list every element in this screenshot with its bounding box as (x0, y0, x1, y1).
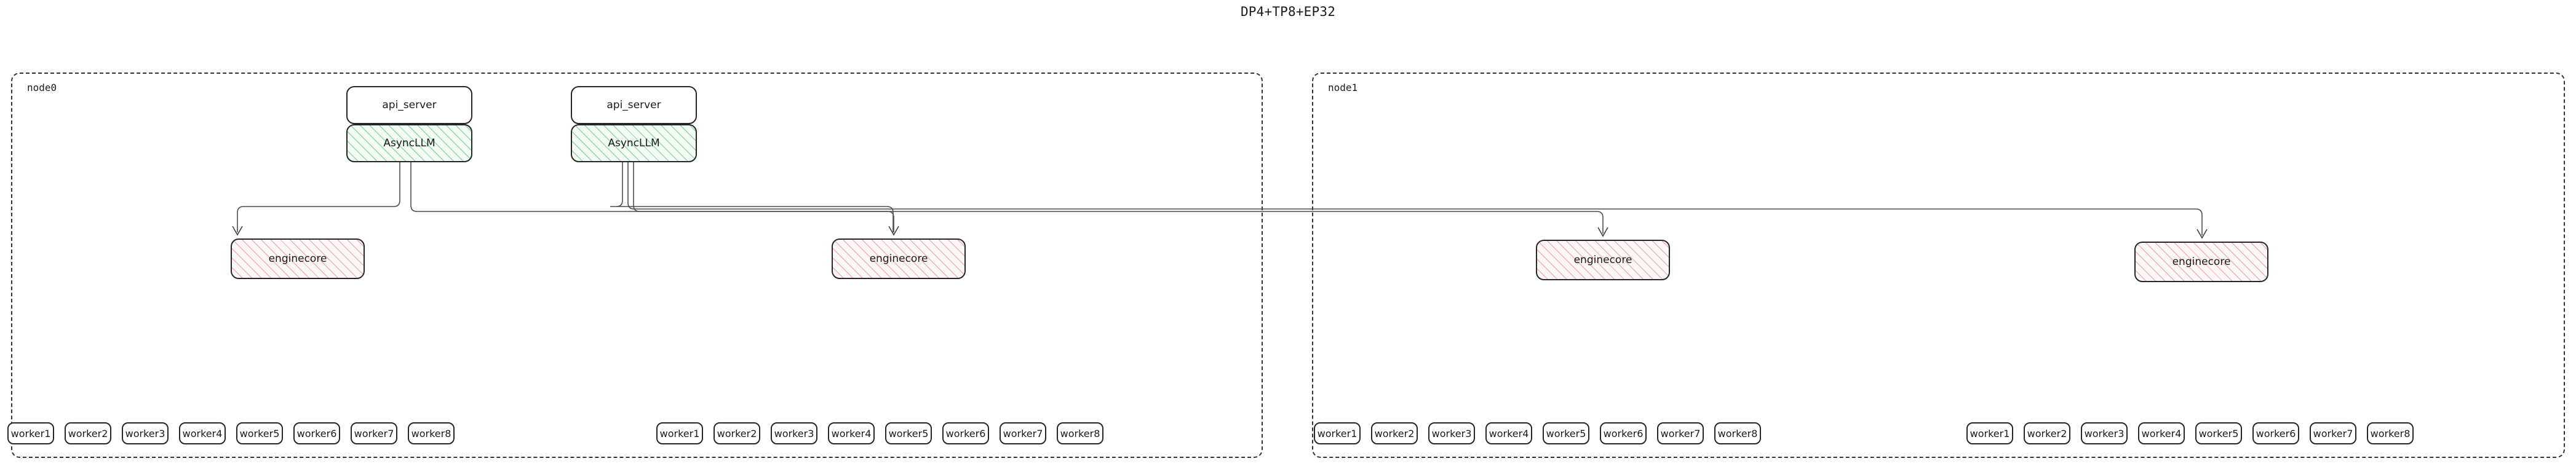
api-server-box-0[interactable]: api_server (346, 86, 472, 124)
worker-box-node1-engine1-worker7[interactable]: worker7 (2310, 422, 2356, 444)
worker-box-node1-engine1-worker8[interactable]: worker8 (2367, 422, 2414, 444)
api-server-box-1[interactable]: api_server (571, 86, 697, 124)
worker-box-node0-engine1-worker3[interactable]: worker3 (771, 422, 817, 444)
worker-box-node0-engine0-worker2[interactable]: worker2 (65, 422, 111, 444)
worker-box-node0-engine1-worker2[interactable]: worker2 (714, 422, 760, 444)
node-cluster-node1: node1 (1312, 73, 2565, 458)
worker-box-node1-engine0-worker8[interactable]: worker8 (1714, 422, 1761, 444)
worker-box-node1-engine0-worker2[interactable]: worker2 (1371, 422, 1418, 444)
worker-box-node1-engine1-worker3[interactable]: worker3 (2081, 422, 2128, 444)
worker-box-node1-engine0-worker3[interactable]: worker3 (1428, 422, 1475, 444)
worker-box-node1-engine1-worker6[interactable]: worker6 (2252, 422, 2299, 444)
worker-box-node0-engine0-worker5[interactable]: worker5 (236, 422, 283, 444)
worker-box-node0-engine1-worker8[interactable]: worker8 (1057, 422, 1103, 444)
worker-box-node0-engine1-worker5[interactable]: worker5 (885, 422, 932, 444)
worker-box-node0-engine1-worker7[interactable]: worker7 (1000, 422, 1046, 444)
enginecore-box-1[interactable]: enginecore (832, 238, 966, 279)
worker-box-node1-engine0-worker1[interactable]: worker1 (1314, 422, 1361, 444)
enginecore-box-2[interactable]: enginecore (1536, 240, 1670, 280)
asyncllm-box-0[interactable]: AsyncLLM (346, 124, 472, 162)
worker-box-node1-engine0-worker5[interactable]: worker5 (1543, 422, 1589, 444)
enginecore-box-0[interactable]: enginecore (231, 238, 365, 279)
worker-box-node0-engine0-worker7[interactable]: worker7 (351, 422, 397, 444)
worker-box-node0-engine1-worker4[interactable]: worker4 (828, 422, 875, 444)
worker-box-node1-engine0-worker4[interactable]: worker4 (1485, 422, 1532, 444)
asyncllm-box-1[interactable]: AsyncLLM (571, 124, 697, 162)
worker-box-node0-engine1-worker1[interactable]: worker1 (656, 422, 703, 444)
worker-box-node0-engine0-worker1[interactable]: worker1 (7, 422, 54, 444)
node-cluster-node0: node0 (11, 73, 1263, 458)
worker-box-node1-engine0-worker6[interactable]: worker6 (1600, 422, 1647, 444)
worker-box-node0-engine0-worker6[interactable]: worker6 (293, 422, 340, 444)
worker-box-node1-engine1-worker5[interactable]: worker5 (2195, 422, 2242, 444)
worker-box-node1-engine1-worker4[interactable]: worker4 (2138, 422, 2185, 444)
worker-box-node0-engine0-worker3[interactable]: worker3 (122, 422, 169, 444)
worker-box-node1-engine1-worker1[interactable]: worker1 (1966, 422, 2013, 444)
node-cluster-label: node1 (1328, 82, 1358, 93)
enginecore-box-3[interactable]: enginecore (2134, 242, 2268, 282)
worker-box-node0-engine0-worker8[interactable]: worker8 (408, 422, 455, 444)
page-title: DP4+TP8+EP32 (1240, 4, 1336, 19)
worker-box-node0-engine1-worker6[interactable]: worker6 (942, 422, 989, 444)
worker-box-node1-engine1-worker2[interactable]: worker2 (2024, 422, 2070, 444)
node-cluster-label: node0 (27, 82, 57, 93)
worker-box-node0-engine0-worker4[interactable]: worker4 (179, 422, 226, 444)
worker-box-node1-engine0-worker7[interactable]: worker7 (1657, 422, 1704, 444)
